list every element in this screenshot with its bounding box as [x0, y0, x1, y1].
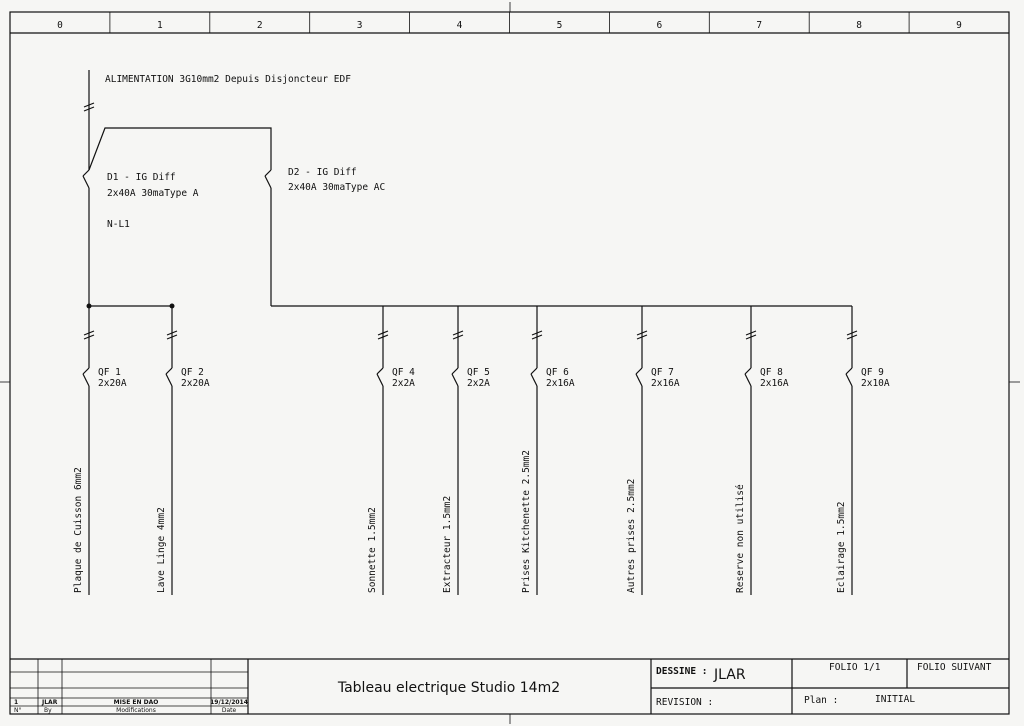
circuit-id: QF 8	[760, 367, 783, 378]
circuit-id: QF 6	[546, 367, 569, 378]
column-number: 0	[57, 20, 63, 31]
plan-label: Plan :	[804, 695, 838, 706]
rev-by: JLAR	[41, 699, 58, 706]
circuit-label: Sonnette 1.5mm2	[367, 507, 378, 593]
circuit-id: QF 2	[181, 367, 204, 378]
circuit-rating: 2x2A	[392, 378, 415, 389]
d2-id: D2 - IG Diff	[288, 167, 357, 178]
column-number: 2	[257, 20, 263, 31]
circuit-rating: 2x16A	[760, 378, 789, 389]
circuit-rating: 2x16A	[546, 378, 575, 389]
d1-phase: N-L1	[107, 219, 130, 230]
d2-rating: 2x40A 30maType AC	[288, 182, 385, 193]
breaker-d2: D2 - IG Diff 2x40A 30maType AC	[264, 167, 385, 306]
breaker-d1: D1 - IG Diff 2x40A 30maType A N-L1	[82, 169, 199, 306]
circuit-id: QF 7	[651, 367, 674, 378]
title-block: 1 JLAR MISE EN DAO 19/12/2014 N° By Modi…	[10, 658, 1009, 714]
column-ruler: 0 1 2 3 4 5 6 7 8 9	[57, 12, 962, 33]
column-number: 6	[656, 20, 662, 31]
dessine-value: JLAR	[713, 667, 746, 683]
column-number: 9	[956, 20, 962, 31]
drawing-title: Tableau electrique Studio 14m2	[337, 680, 560, 696]
rev-modification: MISE EN DAO	[114, 699, 159, 706]
column-number: 4	[457, 20, 463, 31]
folio-suivant-label: FOLIO SUIVANT	[917, 662, 992, 673]
folio-label: FOLIO 1/1	[829, 662, 881, 673]
circuit-id: QF 9	[861, 367, 884, 378]
dessine-label: DESSINE :	[656, 666, 707, 677]
header-number: N°	[14, 707, 22, 714]
circuit-label: Extracteur 1.5mm2	[442, 496, 453, 593]
circuit-rating: 2x16A	[651, 378, 680, 389]
header-modifications: Modifications	[116, 707, 156, 714]
circuit-label: Eclairage 1.5mm2	[836, 501, 847, 593]
column-number: 8	[856, 20, 862, 31]
circuit-rating: 2x10A	[861, 378, 890, 389]
column-number: 1	[157, 20, 163, 31]
rev-date: 19/12/2014	[210, 699, 248, 706]
column-number: 5	[557, 20, 563, 31]
d1-id: D1 - IG Diff	[107, 172, 176, 183]
feed-d2-wire	[88, 127, 272, 171]
circuit-label: Autres prises 2.5mm2	[626, 479, 637, 593]
circuit-label: Reserve non utilisé	[735, 484, 746, 593]
circuit-label: Lave Linge 4mm2	[156, 507, 167, 593]
circuit-rating: 2x2A	[467, 378, 490, 389]
rev-number: 1	[14, 699, 18, 706]
d1-rating: 2x40A 30maType A	[107, 188, 199, 199]
column-number: 3	[357, 20, 363, 31]
circuit-id: QF 5	[467, 367, 490, 378]
header-date: Date	[222, 707, 237, 714]
circuit-id: QF 1	[98, 367, 121, 378]
circuit-label: Plaque de Cuisson 6mm2	[73, 467, 84, 593]
circuit-rating: 2x20A	[181, 378, 210, 389]
revision-label: REVISION :	[656, 697, 713, 708]
sheet-border	[9, 11, 1010, 715]
plan-value: INITIAL	[875, 694, 915, 705]
circuit-rating: 2x20A	[98, 378, 127, 389]
header-by: By	[44, 707, 52, 714]
column-number: 7	[756, 20, 762, 31]
supply-label: ALIMENTATION 3G10mm2 Depuis Disjoncteur …	[105, 74, 351, 85]
circuit-label: Prises Kitchenette 2.5mm2	[521, 450, 532, 593]
circuit-id: QF 4	[392, 367, 415, 378]
